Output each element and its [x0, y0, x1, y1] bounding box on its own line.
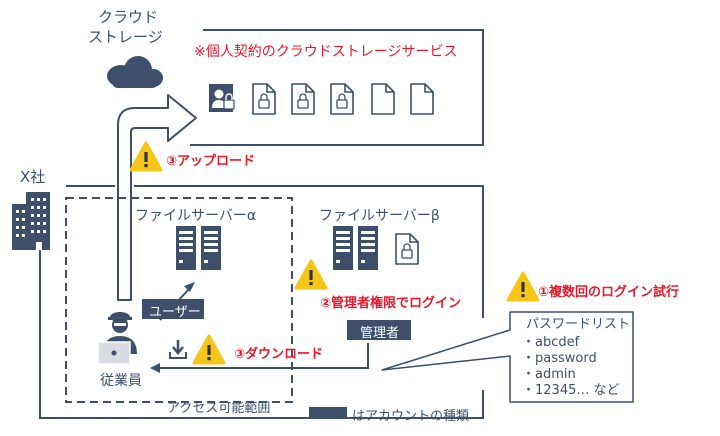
service-note: ※個人契約のクラウドストレージサービス — [194, 44, 458, 60]
file-icon — [371, 83, 395, 115]
locked-file-icon — [292, 84, 314, 114]
employee-label: 従業員 — [100, 373, 142, 389]
access-scope-boundary — [65, 197, 293, 403]
password-list-title: パスワードリスト — [526, 317, 631, 332]
password-list-item: ・abcdef — [522, 335, 580, 350]
cloud-storage-label: クラウド — [98, 8, 159, 26]
admin-account-badge — [347, 320, 411, 340]
user-account-badge — [142, 299, 204, 319]
warning-icon — [506, 271, 540, 302]
warning-icon — [129, 141, 163, 172]
server-alpha-icon — [176, 226, 221, 270]
legend-label: はアカウントの種類 — [352, 409, 470, 424]
download-arrow — [158, 343, 369, 369]
cloud-storage-frame — [190, 29, 484, 146]
step3-download-label: ③ダウンロード — [234, 347, 324, 362]
locked-file-icon — [396, 234, 418, 264]
company-label: X社 — [20, 168, 46, 186]
password-list-item: ・admin — [522, 367, 576, 382]
password-list-item: ・12345… など — [522, 383, 620, 398]
access-scope-label: アクセス可能範囲 — [167, 401, 271, 416]
cloud-icon — [107, 56, 163, 88]
cloud-storage-label: ストレージ — [88, 28, 163, 46]
employee-icon — [97, 312, 137, 365]
step2-label: ②管理者権限でログイン — [320, 296, 462, 311]
download-icon — [169, 340, 187, 359]
server-alpha-label: ファイルサーバーα — [135, 208, 257, 224]
upload-arrow — [117, 94, 197, 301]
admin-badge-label: 管理者 — [360, 326, 400, 341]
locked-file-icon — [331, 84, 353, 114]
legend-swatch — [309, 407, 347, 419]
password-list-callout — [381, 311, 634, 403]
server-beta-icon — [333, 226, 378, 270]
file-icon — [410, 83, 434, 115]
step1-label: ①複数回のログイン試行 — [538, 285, 680, 300]
warning-icon — [294, 259, 328, 290]
user-badge-label: ユーザー — [149, 305, 201, 320]
admin-file-icon — [209, 84, 235, 112]
password-list-item: ・password — [522, 351, 597, 366]
server-beta-label: ファイルサーバーβ — [319, 208, 440, 224]
locked-file-icon — [253, 84, 275, 114]
warning-icon — [192, 334, 226, 365]
step3-upload-label: ③アップロード — [166, 154, 256, 169]
building-icon — [12, 192, 50, 250]
